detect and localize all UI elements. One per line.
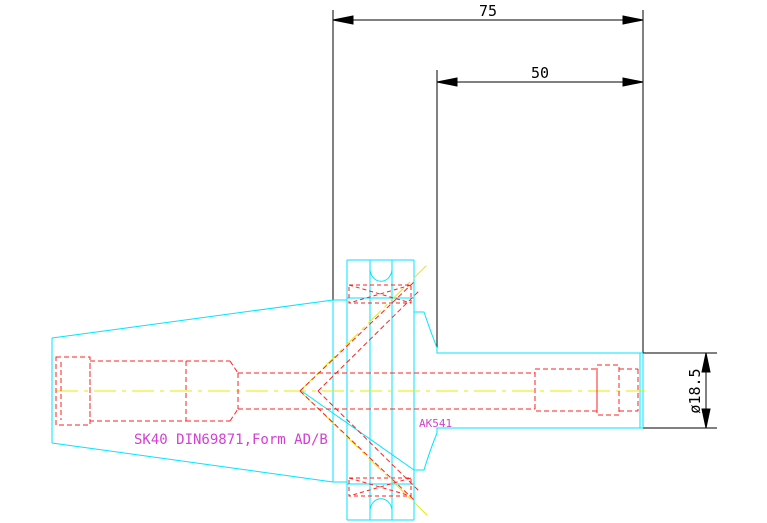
drive-slot-top-x2 xyxy=(348,284,412,304)
shank-bottom-edge xyxy=(414,427,643,471)
centerlines xyxy=(56,261,645,519)
arrowhead xyxy=(701,352,711,373)
arrowhead xyxy=(332,15,354,25)
end-bore xyxy=(534,368,598,412)
bore-cone-top xyxy=(229,360,239,374)
thread-bore xyxy=(89,360,187,422)
drive-slot-top-x1 xyxy=(348,284,412,304)
bore-cone-bottom xyxy=(229,408,239,422)
taper-bottom-edge xyxy=(51,442,334,483)
dim-text-diameter: ø18.5 xyxy=(686,368,704,413)
holder-spec-label: SK40 DIN69871,Form AD/B xyxy=(134,432,328,448)
arrowhead xyxy=(622,77,644,87)
dim-text-50: 50 xyxy=(531,64,549,82)
hidden-lines xyxy=(55,281,639,501)
drive-slot-bottom-x2 xyxy=(348,477,412,497)
arrowhead xyxy=(436,77,458,87)
diag-bore-up-1 xyxy=(299,281,415,392)
diag-line xyxy=(299,389,415,471)
drive-slot-top xyxy=(348,284,412,304)
diag-centerline-up xyxy=(299,261,431,392)
v-groove-bottom xyxy=(369,498,393,511)
dim-text-75: 75 xyxy=(479,2,497,20)
shank-top-edge xyxy=(414,311,643,354)
diag-bore-down-1 xyxy=(299,390,415,501)
dimensions xyxy=(332,10,717,429)
taper-top-edge xyxy=(51,299,334,339)
drive-slot-bottom-x1 xyxy=(348,477,412,497)
arrowhead xyxy=(622,15,644,25)
drive-slot-hidden xyxy=(348,284,412,497)
part-number-label: AK541 xyxy=(419,417,452,430)
visible-outline xyxy=(51,259,644,521)
end-bore-step xyxy=(596,364,620,416)
arrowhead xyxy=(701,408,711,429)
diag-centerline-down xyxy=(299,390,431,519)
v-groove-top xyxy=(369,269,393,282)
drive-slot-bottom xyxy=(348,477,412,497)
